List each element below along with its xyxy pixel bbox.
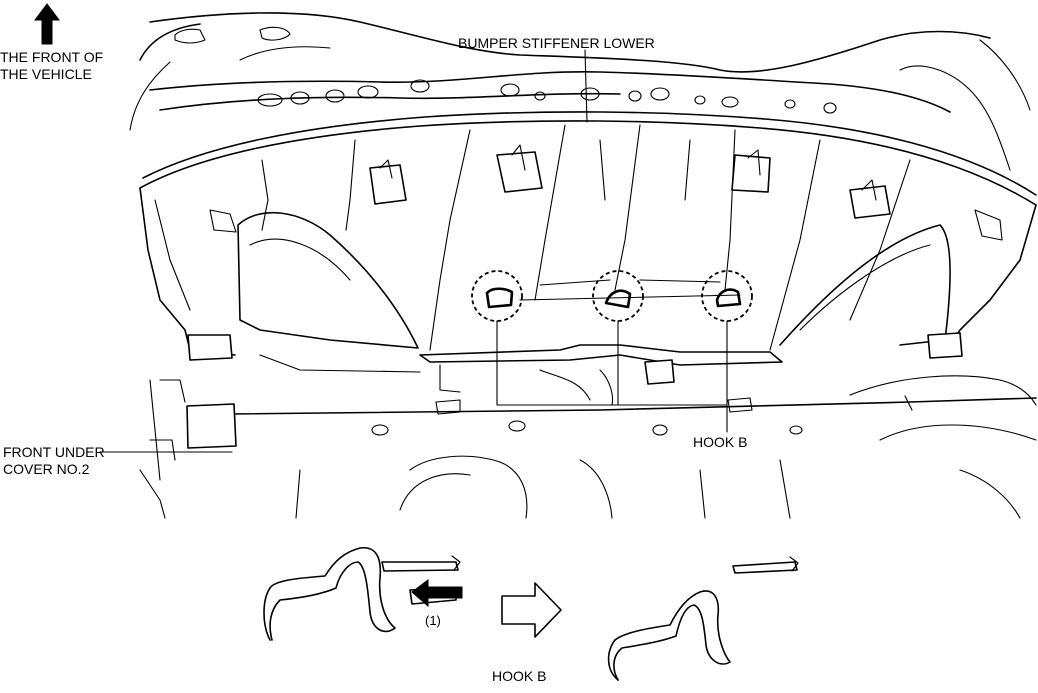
bumper-stiffener-lower [139,111,1037,385]
bumper-stiffener-label: BUMPER STIFFENER LOWER [458,35,655,51]
front-under-cover-label-line2: COVER NO.2 [3,461,90,477]
bumper-leader-line [584,49,588,123]
front-under-cover-no2 [139,354,1037,519]
left-filled-arrow-icon [411,579,463,608]
up-arrow-icon [34,3,60,45]
callout-1-label: (1) [425,613,441,628]
front-of-vehicle-label-line2: THE VEHICLE [0,66,92,82]
hook-b-label-bottom: HOOK B [492,668,547,684]
front-under-cover-label-line1: FRONT UNDER [3,444,105,460]
hook-b-label-top: HOOK B [693,434,748,450]
right-outline-arrow-icon [501,582,562,638]
hook-b-detail-after [607,556,799,681]
vehicle-body-structure [129,12,1031,171]
front-of-vehicle-label-line1: THE FRONT OF [0,49,104,65]
